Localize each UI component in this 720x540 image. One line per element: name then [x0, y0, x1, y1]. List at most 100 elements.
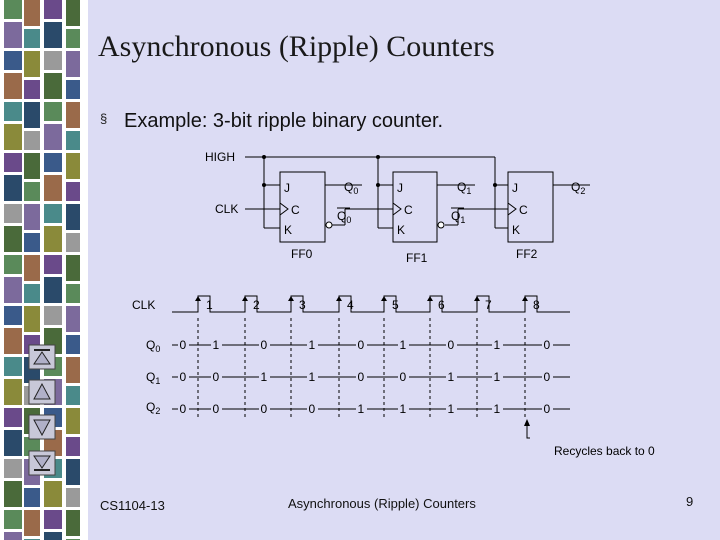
next-slide-button[interactable]	[28, 414, 56, 440]
bit-value: 0	[213, 402, 220, 416]
ff0-pin-k: K	[284, 223, 292, 237]
stripe-block	[44, 255, 62, 274]
stripe-block	[66, 182, 80, 201]
stripe-block	[44, 306, 62, 325]
stripe-block	[66, 306, 80, 332]
clk-waveform	[172, 295, 570, 313]
stripe-block	[66, 51, 80, 77]
slide-content-area	[88, 0, 720, 540]
stripe-block	[24, 131, 40, 150]
stripe-block	[44, 510, 62, 529]
bit-value-backdrop	[492, 338, 503, 352]
ff2-pin-j: J	[512, 181, 518, 195]
timing-q2-label: Q2	[146, 400, 160, 416]
stripe-block	[66, 437, 80, 456]
stripe-block	[4, 124, 22, 150]
bit-value-backdrop	[542, 338, 553, 352]
q0-output-label: Q0	[344, 180, 358, 196]
bit-value: 0	[400, 370, 407, 384]
previous-slide-icon	[28, 379, 56, 405]
slide-number: 9	[686, 494, 694, 509]
clk-pulse-number: 6	[438, 298, 445, 312]
stripe-block	[4, 408, 22, 427]
stripe-block	[66, 102, 80, 128]
last-slide-icon	[28, 450, 56, 476]
bit-value-backdrop	[398, 370, 409, 384]
stripe-block	[24, 153, 40, 179]
clk-pulse-number: 1	[206, 298, 213, 312]
ff2-pin-c: C	[519, 203, 528, 217]
flip-flop-ff0: J C K FF0	[279, 171, 333, 261]
bit-value-backdrop	[259, 402, 270, 416]
stripe-block	[24, 255, 40, 281]
stripe-block	[24, 102, 40, 128]
bit-value: 1	[400, 338, 407, 352]
clk-pulse-number: 7	[485, 298, 492, 312]
stripe-block	[44, 226, 62, 252]
bit-value: 0	[180, 338, 187, 352]
stripe-block	[24, 510, 40, 536]
footer-topic: Asynchronous (Ripple) Counters	[288, 496, 476, 511]
clk-input-label: CLK	[215, 202, 238, 216]
slide-title: Asynchronous (Ripple) Counters	[98, 30, 495, 63]
stripe-block	[44, 532, 62, 540]
bit-value: 0	[544, 338, 551, 352]
stripe-block	[66, 408, 80, 434]
stripe-block	[66, 357, 80, 383]
stripe-block	[24, 233, 40, 252]
bit-value: 1	[494, 338, 501, 352]
clk-edge-arrow	[195, 296, 201, 301]
stripe-block	[24, 29, 40, 48]
stripe-block	[4, 73, 22, 99]
stripe-block	[66, 386, 80, 405]
q1-bar-label: Q1	[451, 209, 465, 225]
bit-value: 0	[544, 402, 551, 416]
stripe-block	[66, 284, 80, 303]
bit-value: 1	[261, 370, 268, 384]
stripe-block	[24, 284, 40, 303]
clk-pulse-number: 5	[392, 298, 399, 312]
stripe-block	[44, 0, 62, 19]
timing-q1-label: Q1	[146, 370, 160, 386]
circuit-wiring	[245, 156, 590, 229]
stripe-block	[66, 459, 80, 485]
q1-output-label: Q1	[457, 180, 471, 196]
stripe-block	[4, 430, 22, 456]
stripe-block	[24, 204, 40, 230]
first-slide-button[interactable]	[28, 344, 56, 370]
clk-pulse-number: 3	[299, 298, 306, 312]
stripe-block	[66, 204, 80, 230]
q0-bar-label: Q0	[337, 209, 351, 225]
stripe-block	[4, 510, 22, 529]
stripe-block	[44, 22, 62, 48]
previous-slide-button[interactable]	[28, 379, 56, 405]
ff1-pin-k: K	[397, 223, 405, 237]
bit-value-backdrop	[178, 370, 189, 384]
stripe-block	[4, 277, 22, 303]
bit-value-backdrop	[446, 338, 457, 352]
next-slide-icon	[28, 414, 56, 440]
clk-edge-arrow	[242, 296, 248, 301]
stripe-block	[4, 153, 22, 172]
bit-value-backdrop	[356, 370, 367, 384]
last-slide-button[interactable]	[28, 450, 56, 476]
bit-value-backdrop	[492, 370, 503, 384]
stripe-block	[44, 481, 62, 507]
stripe-block	[44, 204, 62, 223]
stripe-block	[4, 532, 22, 540]
bit-value: 0	[180, 370, 187, 384]
ff0-pin-j: J	[284, 181, 290, 195]
bit-value: 0	[180, 402, 187, 416]
stripe-block	[66, 80, 80, 99]
bit-value-backdrop	[211, 338, 222, 352]
bit-value-backdrop	[356, 338, 367, 352]
stripe-block	[4, 204, 22, 223]
footer-course-code: CS1104-13	[100, 498, 165, 513]
stripe-block	[4, 379, 22, 405]
bit-value: 0	[448, 338, 455, 352]
bit-value-backdrop	[398, 402, 409, 416]
stripe-block	[24, 0, 40, 26]
stripe-block	[44, 124, 62, 150]
stripe-block	[66, 131, 80, 150]
bit-value: 1	[400, 402, 407, 416]
